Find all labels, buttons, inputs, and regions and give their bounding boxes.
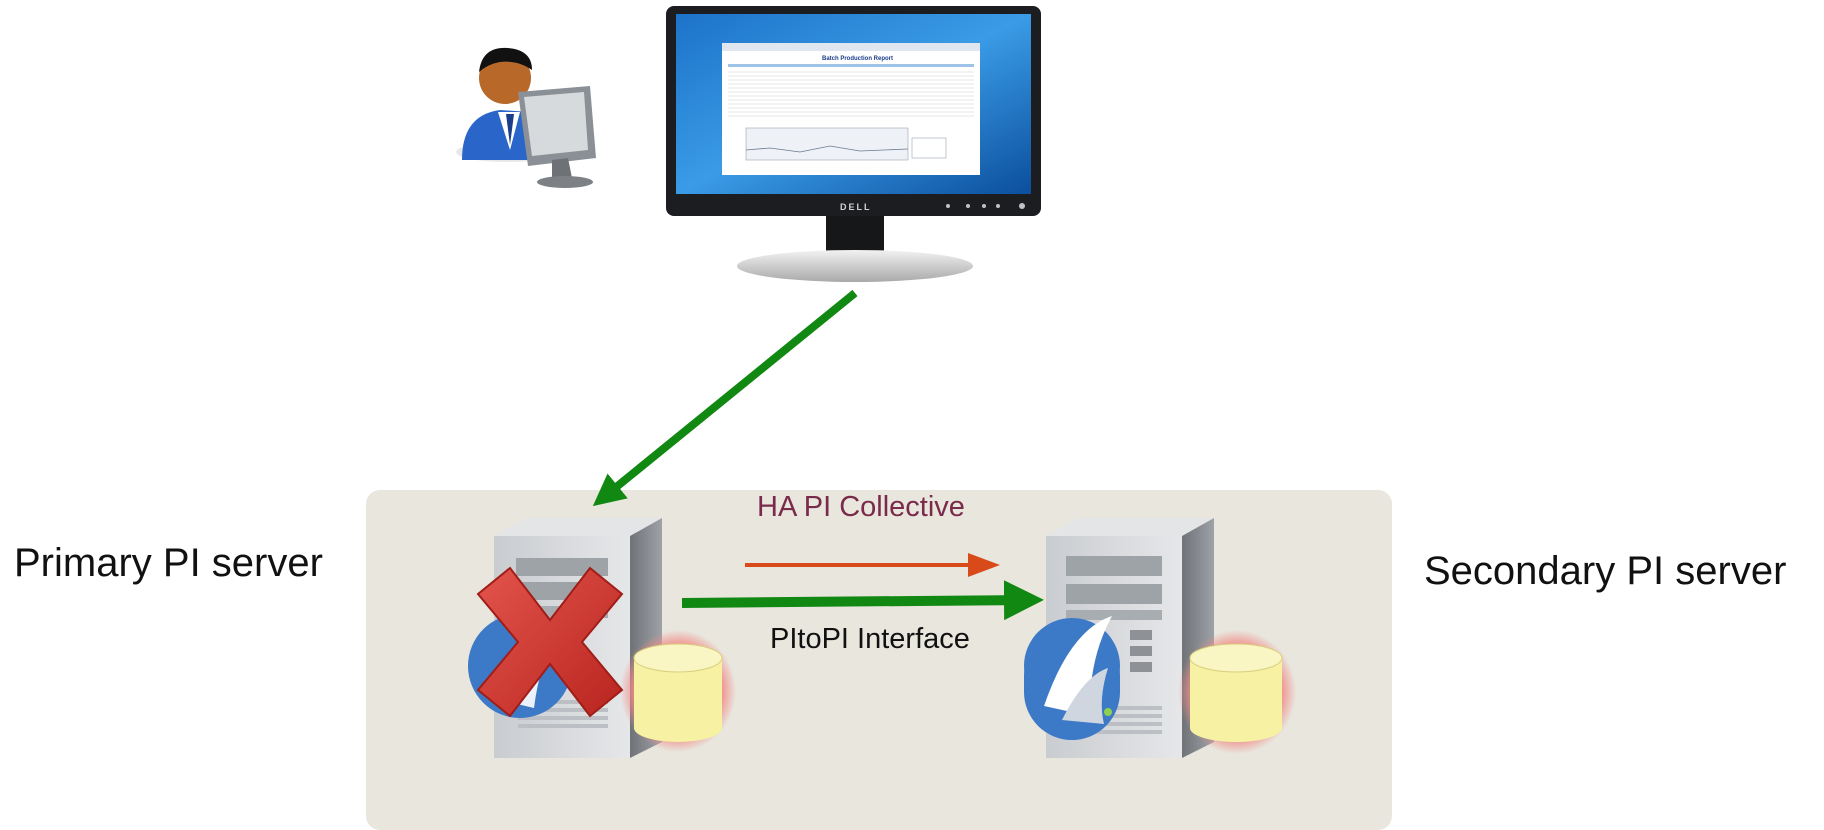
user-at-computer-icon	[456, 47, 596, 188]
primary-server-label: Primary PI server	[14, 541, 323, 585]
pitopi-interface-arrow	[681, 580, 1044, 621]
failure-x-icon	[476, 566, 624, 718]
client-access-arrow	[592, 289, 858, 507]
monitor-brand: DELL	[840, 202, 872, 212]
secondary-pi-logo-icon	[1024, 616, 1120, 740]
monitor-icon	[666, 6, 1041, 282]
interface-label: PItoPI Interface	[770, 623, 970, 655]
secondary-server-label: Secondary PI server	[1424, 549, 1787, 593]
collective-label: HA PI Collective	[757, 491, 965, 523]
primary-database-icon	[620, 630, 736, 752]
report-title: Batch Production Report	[822, 56, 893, 62]
secondary-database-icon	[1178, 630, 1296, 754]
